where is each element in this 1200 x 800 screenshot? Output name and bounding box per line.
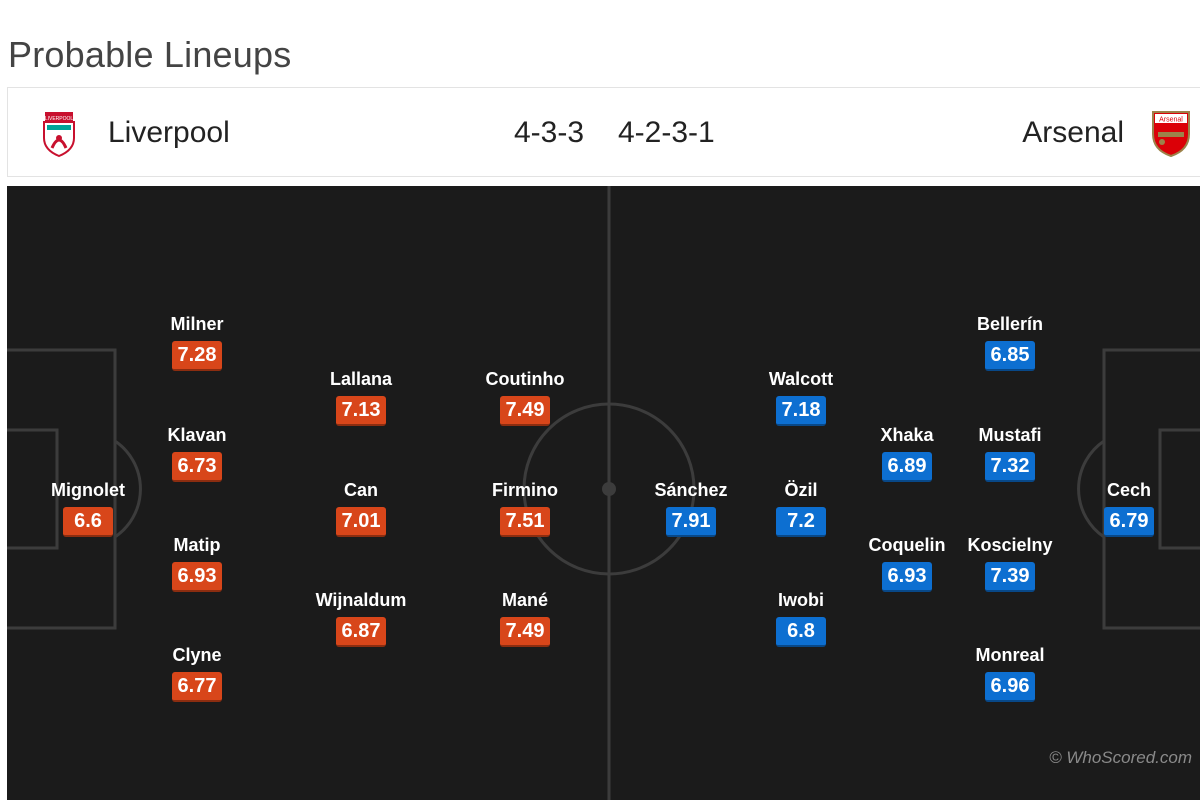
- player-name[interactable]: Xhaka: [880, 425, 934, 445]
- home-formation: 4-3-3: [514, 116, 585, 149]
- player-rating-badge: 6.93: [171, 562, 223, 592]
- player-rating-badge: 7.51: [499, 507, 551, 537]
- player-card[interactable]: Milner 7.28: [137, 313, 257, 371]
- player-name[interactable]: Sánchez: [654, 480, 728, 500]
- player-rating-badge: 7.2: [776, 507, 826, 537]
- player-name[interactable]: Mignolet: [51, 480, 125, 500]
- player-name[interactable]: Coutinho: [485, 369, 565, 389]
- player-name[interactable]: Özil: [784, 480, 818, 500]
- player-card[interactable]: Mané 7.49: [465, 589, 585, 647]
- player-rating-badge: 7.28: [171, 341, 223, 371]
- player-name[interactable]: Coquelin: [868, 535, 946, 555]
- player-name[interactable]: Lallana: [329, 369, 393, 389]
- pitch-markings: [7, 186, 1200, 800]
- page-title: Probable Lineups: [8, 34, 292, 75]
- player-name[interactable]: Firmino: [492, 480, 558, 500]
- player-card[interactable]: Özil 7.2: [741, 479, 861, 537]
- player-rating-badge: 7.91: [665, 507, 717, 537]
- player-name[interactable]: Monreal: [975, 645, 1045, 665]
- player-card[interactable]: Clyne 6.77: [137, 644, 257, 702]
- player-name[interactable]: Bellerín: [976, 314, 1044, 334]
- player-rating-badge: 6.79: [1103, 507, 1155, 537]
- player-rating-badge: 6.8: [776, 617, 826, 647]
- svg-text:LIVERPOOL: LIVERPOOL: [45, 116, 74, 122]
- player-card[interactable]: Mustafi 7.32: [950, 424, 1070, 482]
- player-card[interactable]: Coquelin 6.93: [847, 534, 967, 592]
- player-card[interactable]: Xhaka 6.89: [847, 424, 967, 482]
- player-rating-badge: 7.01: [335, 507, 387, 537]
- player-rating-badge: 6.85: [984, 341, 1036, 371]
- player-name[interactable]: Can: [343, 480, 378, 500]
- player-name[interactable]: Cech: [1106, 480, 1151, 500]
- liverpool-crest-icon: LIVERPOOL: [43, 112, 75, 158]
- player-rating-badge: 7.32: [984, 452, 1036, 482]
- away-team-name[interactable]: Arsenal: [1022, 116, 1124, 149]
- player-rating-badge: 6.73: [171, 452, 223, 482]
- player-card[interactable]: Lallana 7.13: [301, 368, 421, 426]
- player-rating-badge: 7.49: [499, 617, 551, 647]
- player-rating-badge: 7.39: [984, 562, 1036, 592]
- player-rating-badge: 7.13: [335, 396, 387, 426]
- player-card[interactable]: Walcott 7.18: [741, 368, 861, 426]
- away-formation: 4-2-3-1: [618, 116, 715, 149]
- player-rating-badge: 6.77: [171, 672, 223, 702]
- player-name[interactable]: Clyne: [172, 645, 222, 665]
- player-name[interactable]: Walcott: [768, 369, 834, 389]
- player-card[interactable]: Matip 6.93: [137, 534, 257, 592]
- player-card[interactable]: Cech 6.79: [1069, 479, 1189, 537]
- player-card[interactable]: Can 7.01: [301, 479, 421, 537]
- player-card[interactable]: Sánchez 7.91: [631, 479, 751, 537]
- player-card[interactable]: Monreal 6.96: [950, 644, 1070, 702]
- player-card[interactable]: Iwobi 6.8: [741, 589, 861, 647]
- player-card[interactable]: Koscielny 7.39: [950, 534, 1070, 592]
- player-rating-badge: 7.18: [775, 396, 827, 426]
- player-card[interactable]: Wijnaldum 6.87: [301, 589, 421, 647]
- home-team-name[interactable]: Liverpool: [108, 116, 230, 149]
- player-rating-badge: 6.96: [984, 672, 1036, 702]
- player-name[interactable]: Iwobi: [778, 590, 824, 610]
- player-rating-badge: 6.93: [881, 562, 933, 592]
- arsenal-crest-icon: Arsenal: [1152, 111, 1190, 158]
- player-card[interactable]: Klavan 6.73: [137, 424, 257, 482]
- player-name[interactable]: Milner: [170, 314, 224, 334]
- player-card[interactable]: Bellerín 6.85: [950, 313, 1070, 371]
- player-name[interactable]: Mané: [501, 590, 548, 610]
- player-rating-badge: 6.87: [335, 617, 387, 647]
- svg-text:Arsenal: Arsenal: [1159, 117, 1183, 124]
- player-card[interactable]: Mignolet 6.6: [28, 479, 148, 537]
- player-card[interactable]: Coutinho 7.49: [465, 368, 585, 426]
- player-name[interactable]: Koscielny: [967, 535, 1053, 555]
- player-rating-badge: 6.89: [881, 452, 933, 482]
- player-name[interactable]: Klavan: [167, 425, 227, 445]
- player-name[interactable]: Matip: [173, 535, 221, 555]
- player-rating-badge: 7.49: [499, 396, 551, 426]
- player-rating-badge: 6.6: [63, 507, 113, 537]
- whoscored-watermark: © WhoScored.com: [1049, 748, 1192, 767]
- player-name[interactable]: Wijnaldum: [315, 590, 407, 610]
- player-card[interactable]: Firmino 7.51: [465, 479, 585, 537]
- player-name[interactable]: Mustafi: [978, 425, 1042, 445]
- team-header-bar: LIVERPOOL Liverpool 4-3-3 4-2-3-1 Arsena…: [7, 87, 1200, 177]
